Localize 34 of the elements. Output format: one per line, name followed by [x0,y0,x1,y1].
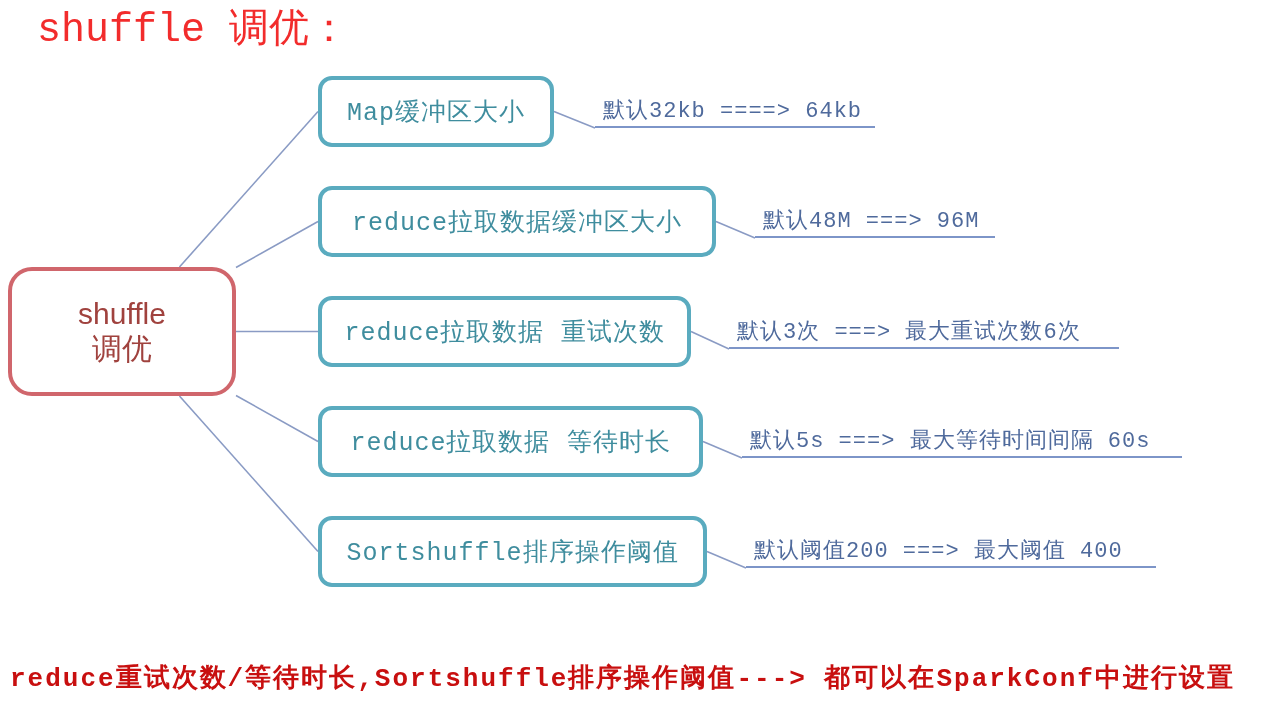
topic-text: Sortshuffle排序操作阈值 [346,538,679,568]
connector-line [690,330,730,350]
diagram-title: shuffle 调优： [37,7,350,55]
underlined-topic [746,536,1156,568]
central-topic-box [8,267,236,396]
topic-text: 默认32kb ====> 64kb [603,98,863,125]
note-text: reduce重试次数/等待时长,Sortshuffle排序操作阈值---> 都可以在SparkConf中进行设置 [10,662,1235,695]
topic-text: 默认48M ===> 96M [763,208,980,235]
topic-text: shuffle 调优 [77,297,167,366]
subtopic-box [318,406,703,477]
topic-text: 默认5s ===> 最大等待时间间隔 60s [750,428,1151,455]
topic-text: 默认阈值200 ===> 最大阈值 400 [754,538,1123,565]
subtopic-box [318,186,716,257]
connector-line [553,110,596,129]
connector-line [178,110,319,268]
connector-line [706,550,747,569]
connector-line [702,440,743,459]
underlined-topic [595,96,875,128]
connector-line [235,220,319,269]
connector-line [235,330,319,333]
connector-line [178,395,319,553]
connector-line [235,394,319,443]
subtopic-box [318,76,554,147]
topic-text: 默认3次 ===> 最大重试次数6次 [737,319,1081,346]
topic-text: reduce拉取数据缓冲区大小 [352,208,682,238]
underlined-topic [755,206,995,238]
subtopic-box [318,296,691,367]
topic-text: reduce拉取数据 重试次数 [344,318,665,348]
underlined-topic [729,317,1119,349]
subtopic-box [318,516,707,587]
connector-line [715,220,756,239]
topic-text: reduce拉取数据 等待时长 [350,428,671,458]
topic-text: Map缓冲区大小 [347,98,525,128]
underlined-topic [742,426,1182,458]
